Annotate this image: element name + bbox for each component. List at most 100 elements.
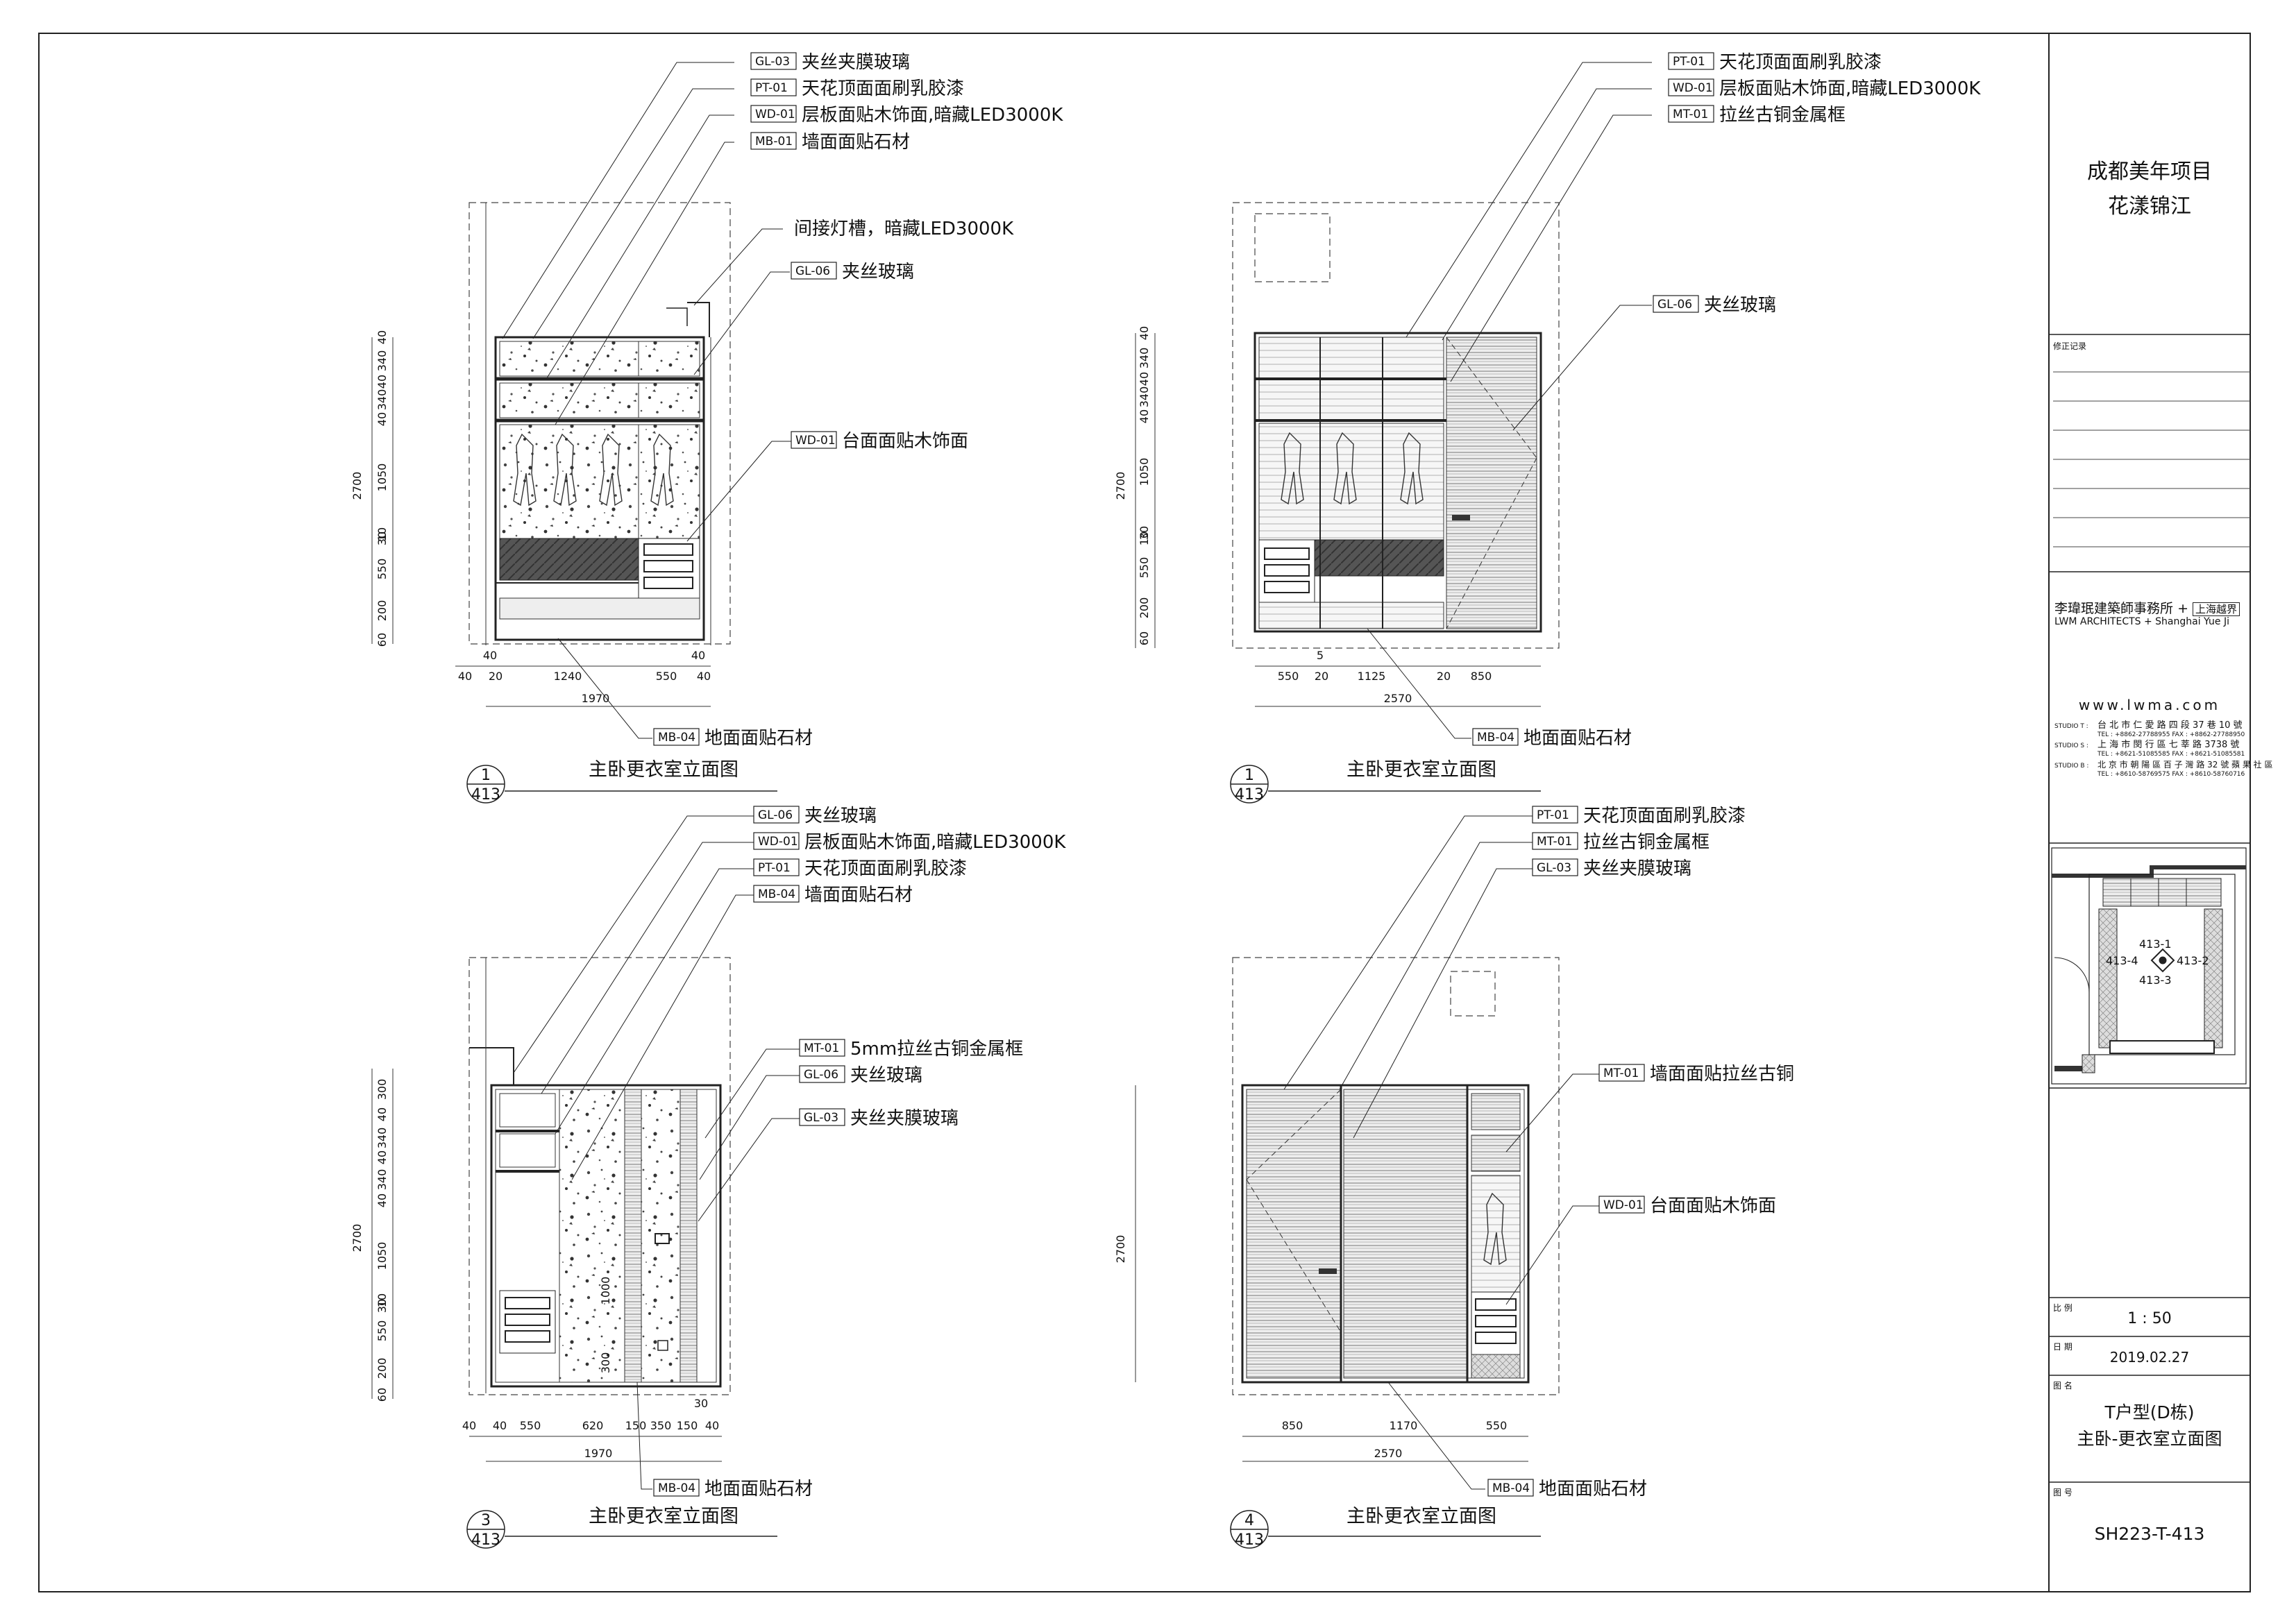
material-tag: MB-04 [758,887,795,901]
view-2-horizontal-dimension: 550 [1278,670,1299,683]
view-3-inner-dimension: 300 [599,1352,612,1374]
material-description: 天花顶面面刷乳胶漆 [802,78,964,99]
keyplan-label-3: 413-3 [2139,974,2172,987]
view-3-horizontal-dimension: 620 [582,1419,604,1432]
view-2-vertical-dimension: 60 [1138,631,1151,645]
material-tag-box [1487,1479,1534,1497]
view-4-callout: MT-01 墙面面贴拉丝古铜 [1598,1064,1794,1085]
view-2-vertical-dimension: 340 [1138,348,1151,369]
view-3-total-width: 1970 [584,1447,613,1460]
material-tag: WD-01 [1603,1198,1644,1212]
studio-t-label: STUDIO T : [2054,723,2088,730]
view-1-vertical-dimension: 40 [375,412,389,426]
view-1-leaders [502,62,791,739]
drawing-title-line1: T户型(D栋) [2104,1402,2195,1422]
material-tag: MT-01 [1537,835,1572,849]
view-3-horizontal-dimension: 350 [650,1419,672,1432]
drawing-title-label: 图 名 [2053,1381,2073,1391]
firm-website[interactable]: www.lwma.com [2078,697,2221,713]
project-name-line1: 成都美年项目 [2087,160,2212,184]
material-description: 夹丝玻璃 [804,806,877,826]
title-block-border [2048,33,2251,1592]
view-2-sheet-ref: 413 [1235,786,1264,804]
studio-t: STUDIO T : 台 北 市 仁 愛 路 四 段 37 巷 10 號 TEL … [2054,720,2245,739]
material-tag-box [750,132,797,150]
view-2-leaders [1367,62,1652,739]
view-2-horizontal-dimension: 20 [1315,670,1328,683]
firm-name-en: LWM ARCHITECTS + Shanghai Yue Ji [2054,616,2229,627]
firm-plus: + [2177,601,2188,616]
drawing-number: SH223-T-413 [2094,1524,2205,1544]
view-3-vertical-dimension: 1050 [375,1242,389,1271]
studio-t-phone: TEL : +8862-27788955 FAX : +8862-2778895… [2097,731,2245,738]
firm-name-cn-text: 李瑋珉建築師事務所 [2054,601,2174,616]
material-tag: GL-06 [795,264,830,278]
material-tag: GL-06 [804,1068,838,1082]
material-tag: WD-01 [755,108,795,121]
view-3-horizontal-dimension: 40 [462,1419,476,1432]
view-2-vertical-dimension: 40 [1138,372,1151,386]
scale-label: 比 例 [2053,1303,2073,1313]
view-1-small-dimension: 40 [483,649,497,662]
material-description: 墙面面贴拉丝古铜 [1650,1064,1794,1085]
view-3-title: 主卧更衣室立面图 [589,1506,738,1527]
view-3-vertical-dimension: 40 [375,1107,389,1121]
view-3-inner-dimension: 1000 [599,1277,612,1305]
view-1-total-height: 2700 [351,472,364,500]
material-tag: GL-03 [1537,861,1571,875]
view-2-small-dimension: 5 [1317,649,1324,662]
material-tag-box [1668,78,1714,96]
material-description: 夹丝玻璃 [1704,295,1776,316]
view-3-vertical-dimension: 30 [375,1299,389,1313]
title-block-rules [2049,334,2250,1483]
view-3-vertical-dimension: 40 [375,1150,389,1164]
material-tag-box [1668,52,1714,70]
material-description: 层板面贴木饰面,暗藏LED3000K [1719,78,1981,99]
view-1-horizontal-dimension: 1240 [554,670,582,683]
view-4-dimensions [1135,1085,1528,1462]
material-description: 台面面贴木饰面 [1650,1196,1776,1216]
material-description: 地面面贴石材 [704,728,813,749]
studio-b-phone: TEL : +8610-58769575 FAX : +8610-5876071… [2097,771,2245,778]
view-4-sheet-ref: 413 [1235,1531,1264,1549]
view-1-horizontal-dimension: 550 [656,670,677,683]
material-description: 5mm拉丝古铜金属框 [850,1039,1023,1060]
material-tag-box [1532,858,1578,876]
material-tag: PT-01 [755,81,788,95]
view-1-horizontal-dimension: 20 [489,670,503,683]
view-2-vertical-dimension: 10 [1138,532,1151,545]
view-3-leaders [513,815,800,1490]
view-3-horizontal-dimension: 550 [520,1419,541,1432]
material-tag-box [653,1479,700,1497]
view-3-dimensions [371,1069,722,1462]
material-tag: MT-01 [1603,1067,1639,1080]
studio-t-address: 台 北 市 仁 愛 路 四 段 37 巷 10 號 [2097,720,2243,731]
view-3-horizontal-dimension: 40 [493,1419,507,1432]
view-1-vertical-dimension: 340 [375,389,389,411]
studio-b: STUDIO B :北 京 市 朝 陽 區 百 子 灣 路 32 號 蘋 果 社… [2054,760,2273,779]
material-tag: MT-01 [804,1042,839,1055]
material-tag-box [753,885,800,903]
view-4-total-height: 2700 [1114,1235,1127,1264]
studio-s-phone: TEL : +8621-51085585 FAX : +8621-5108558… [2097,751,2245,758]
material-tag-box [750,105,797,123]
view-2-vertical-dimension: 550 [1138,557,1151,579]
elevation-view-3 [469,957,731,1395]
material-tag-box [750,78,797,96]
